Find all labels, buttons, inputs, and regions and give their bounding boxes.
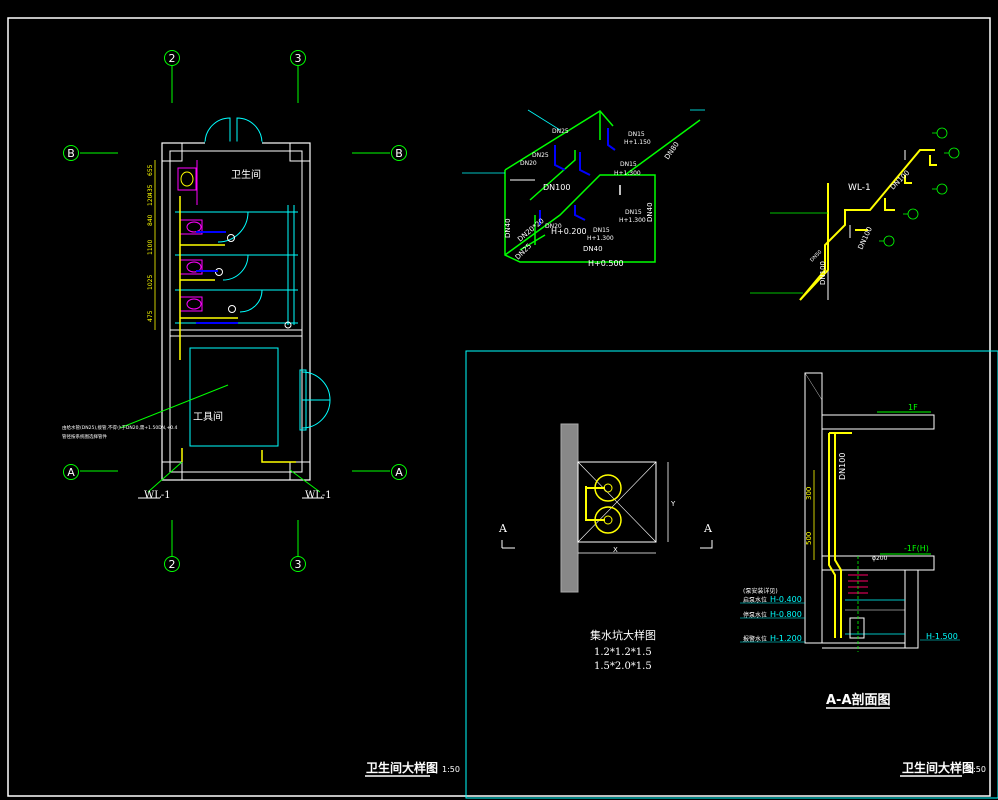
toilet-fixtures	[179, 219, 203, 312]
sump-size-2: 1.5*2.0*1.5	[594, 661, 652, 672]
axis-bubble-a-left	[63, 464, 79, 480]
dim-1025: 1025	[147, 275, 154, 290]
sump-title: 集水坑大样图	[590, 628, 656, 642]
plan-view: 2 3 2 3 B B A A	[62, 50, 460, 777]
dim-655: 655	[147, 164, 154, 176]
riser-label-right: WL-1	[305, 490, 332, 501]
drain-isometric: WL-1 DN100 DN100 DN100 DN50	[750, 127, 960, 301]
section-label-stop: 停泵水位	[743, 611, 767, 619]
iso-dn40r: DN40	[646, 202, 654, 222]
iso-dn40v: DN40	[504, 218, 512, 238]
section-label-alarm: 报警水位	[743, 635, 767, 643]
axis-bubble-2-bottom	[164, 556, 180, 572]
axis-label-b-right: B	[395, 147, 403, 160]
plan-title: 卫生间大样图	[366, 760, 438, 775]
iso-dn25b: DN25	[532, 152, 549, 159]
iso-dn100: DN100	[543, 183, 570, 192]
axis-label-a-left: A	[67, 466, 75, 479]
iso-h0500: H+0.500	[588, 259, 624, 268]
section-note: (泵安装详见)	[743, 587, 778, 595]
sump-cut-right: A	[703, 522, 713, 535]
iso-dn15a: DN15	[628, 131, 645, 138]
plan-note-line2: 管径按系统图选择管件	[62, 433, 107, 440]
riser-label-left: WL-1	[144, 490, 171, 501]
axis-bubble-3-top	[290, 50, 306, 66]
supply-isometric: DN25 DN20 DN25 DN20 DN15 H+1.150 DN15 H+…	[462, 109, 705, 268]
dim-1100: 1100	[147, 240, 154, 255]
iso-dn15c: DN15	[625, 209, 642, 216]
room-label-tool: 工具间	[193, 410, 223, 423]
iso-dn80: DN80	[663, 141, 681, 162]
iso-dn20a: DN20	[520, 160, 537, 167]
drain-dn100c: DN100	[819, 261, 827, 285]
dim-475: 475	[147, 310, 154, 322]
section-pipe-size: φ200	[872, 555, 888, 562]
iso-h1300a: H+1.300	[614, 170, 641, 177]
sump-cut-left: A	[498, 522, 508, 535]
iso-h1150: H+1.150	[624, 139, 651, 146]
iso-dn25: DN25	[552, 128, 569, 135]
iso-dn25c: DN25	[514, 242, 533, 261]
iso-dn15b: DN15	[620, 161, 637, 168]
iso-dn15d: DN15	[593, 227, 610, 234]
section-1f: 1F	[908, 403, 918, 412]
dim-840: 840	[147, 214, 154, 226]
sump-detail: X Y A A 集水坑大样图 1.2*1.2*1.5 1.5*2.0*1.5	[498, 423, 713, 672]
dim-120: 120	[147, 194, 154, 206]
section-1f-h: -1F(H)	[904, 544, 929, 553]
iso-h0200: H+0.200	[551, 227, 587, 236]
axis-label-2-top: 2	[169, 52, 176, 65]
axis-bubble-b-right	[391, 145, 407, 161]
sheet-frame	[7, 17, 991, 797]
section-level-0400: H-0.400	[770, 595, 802, 604]
iso-h1300c: H+1.300	[587, 235, 614, 242]
iso-dn20b: DN20	[545, 223, 562, 230]
iso-dn20x20: DN20*20	[516, 217, 546, 244]
plan-note-line1: 由给水管(DN25),接管,不得小于DN20,需+1.50DN,+0.4	[62, 424, 178, 431]
sheet-scale: 1:50	[968, 765, 986, 774]
axis-label-a-right: A	[395, 466, 403, 479]
washbasin	[177, 167, 197, 191]
dim-435: 435	[147, 184, 154, 196]
axis-label-b-left: B	[67, 147, 75, 160]
section-level-1200: H-1.200	[770, 634, 802, 643]
section-title: A-A剖面图	[826, 692, 891, 708]
axis-label-3-top: 3	[295, 52, 302, 65]
section-level-1500: H-1.500	[926, 632, 958, 641]
section-dn100: DN100	[838, 453, 847, 480]
section-aa: 1F -1F(H) DN100 300 500 φ200 (泵安装详见) 启泵水…	[740, 372, 960, 709]
iso-dn40b: DN40	[583, 245, 603, 253]
drain-wl1: WL-1	[848, 183, 871, 193]
sump-size-1: 1.2*1.2*1.5	[594, 647, 652, 658]
plan-scale: 1:50	[442, 765, 460, 774]
axis-label-3-bottom: 3	[295, 558, 302, 571]
axis-bubble-a-right	[391, 464, 407, 480]
axis-bubble-2-top	[164, 50, 180, 66]
sheet-title: 卫生间大样图	[902, 760, 974, 775]
section-level-0800: H-0.800	[770, 610, 802, 619]
sump-dim-y: Y	[670, 500, 676, 508]
drain-dn100a: DN100	[889, 169, 912, 192]
section-dim-300: 300	[805, 487, 813, 500]
axis-bubble-3-bottom	[290, 556, 306, 572]
section-dim-500: 500	[805, 532, 813, 545]
section-label-start: 启泵水位	[743, 596, 767, 604]
iso-h1300b: H+1.300	[619, 217, 646, 224]
room-label-toilet: 卫生间	[231, 168, 261, 181]
sump-dim-x: X	[613, 546, 618, 554]
axis-label-2-bottom: 2	[169, 558, 176, 571]
axis-bubble-b-left	[63, 145, 79, 161]
detail-frame	[465, 350, 998, 799]
